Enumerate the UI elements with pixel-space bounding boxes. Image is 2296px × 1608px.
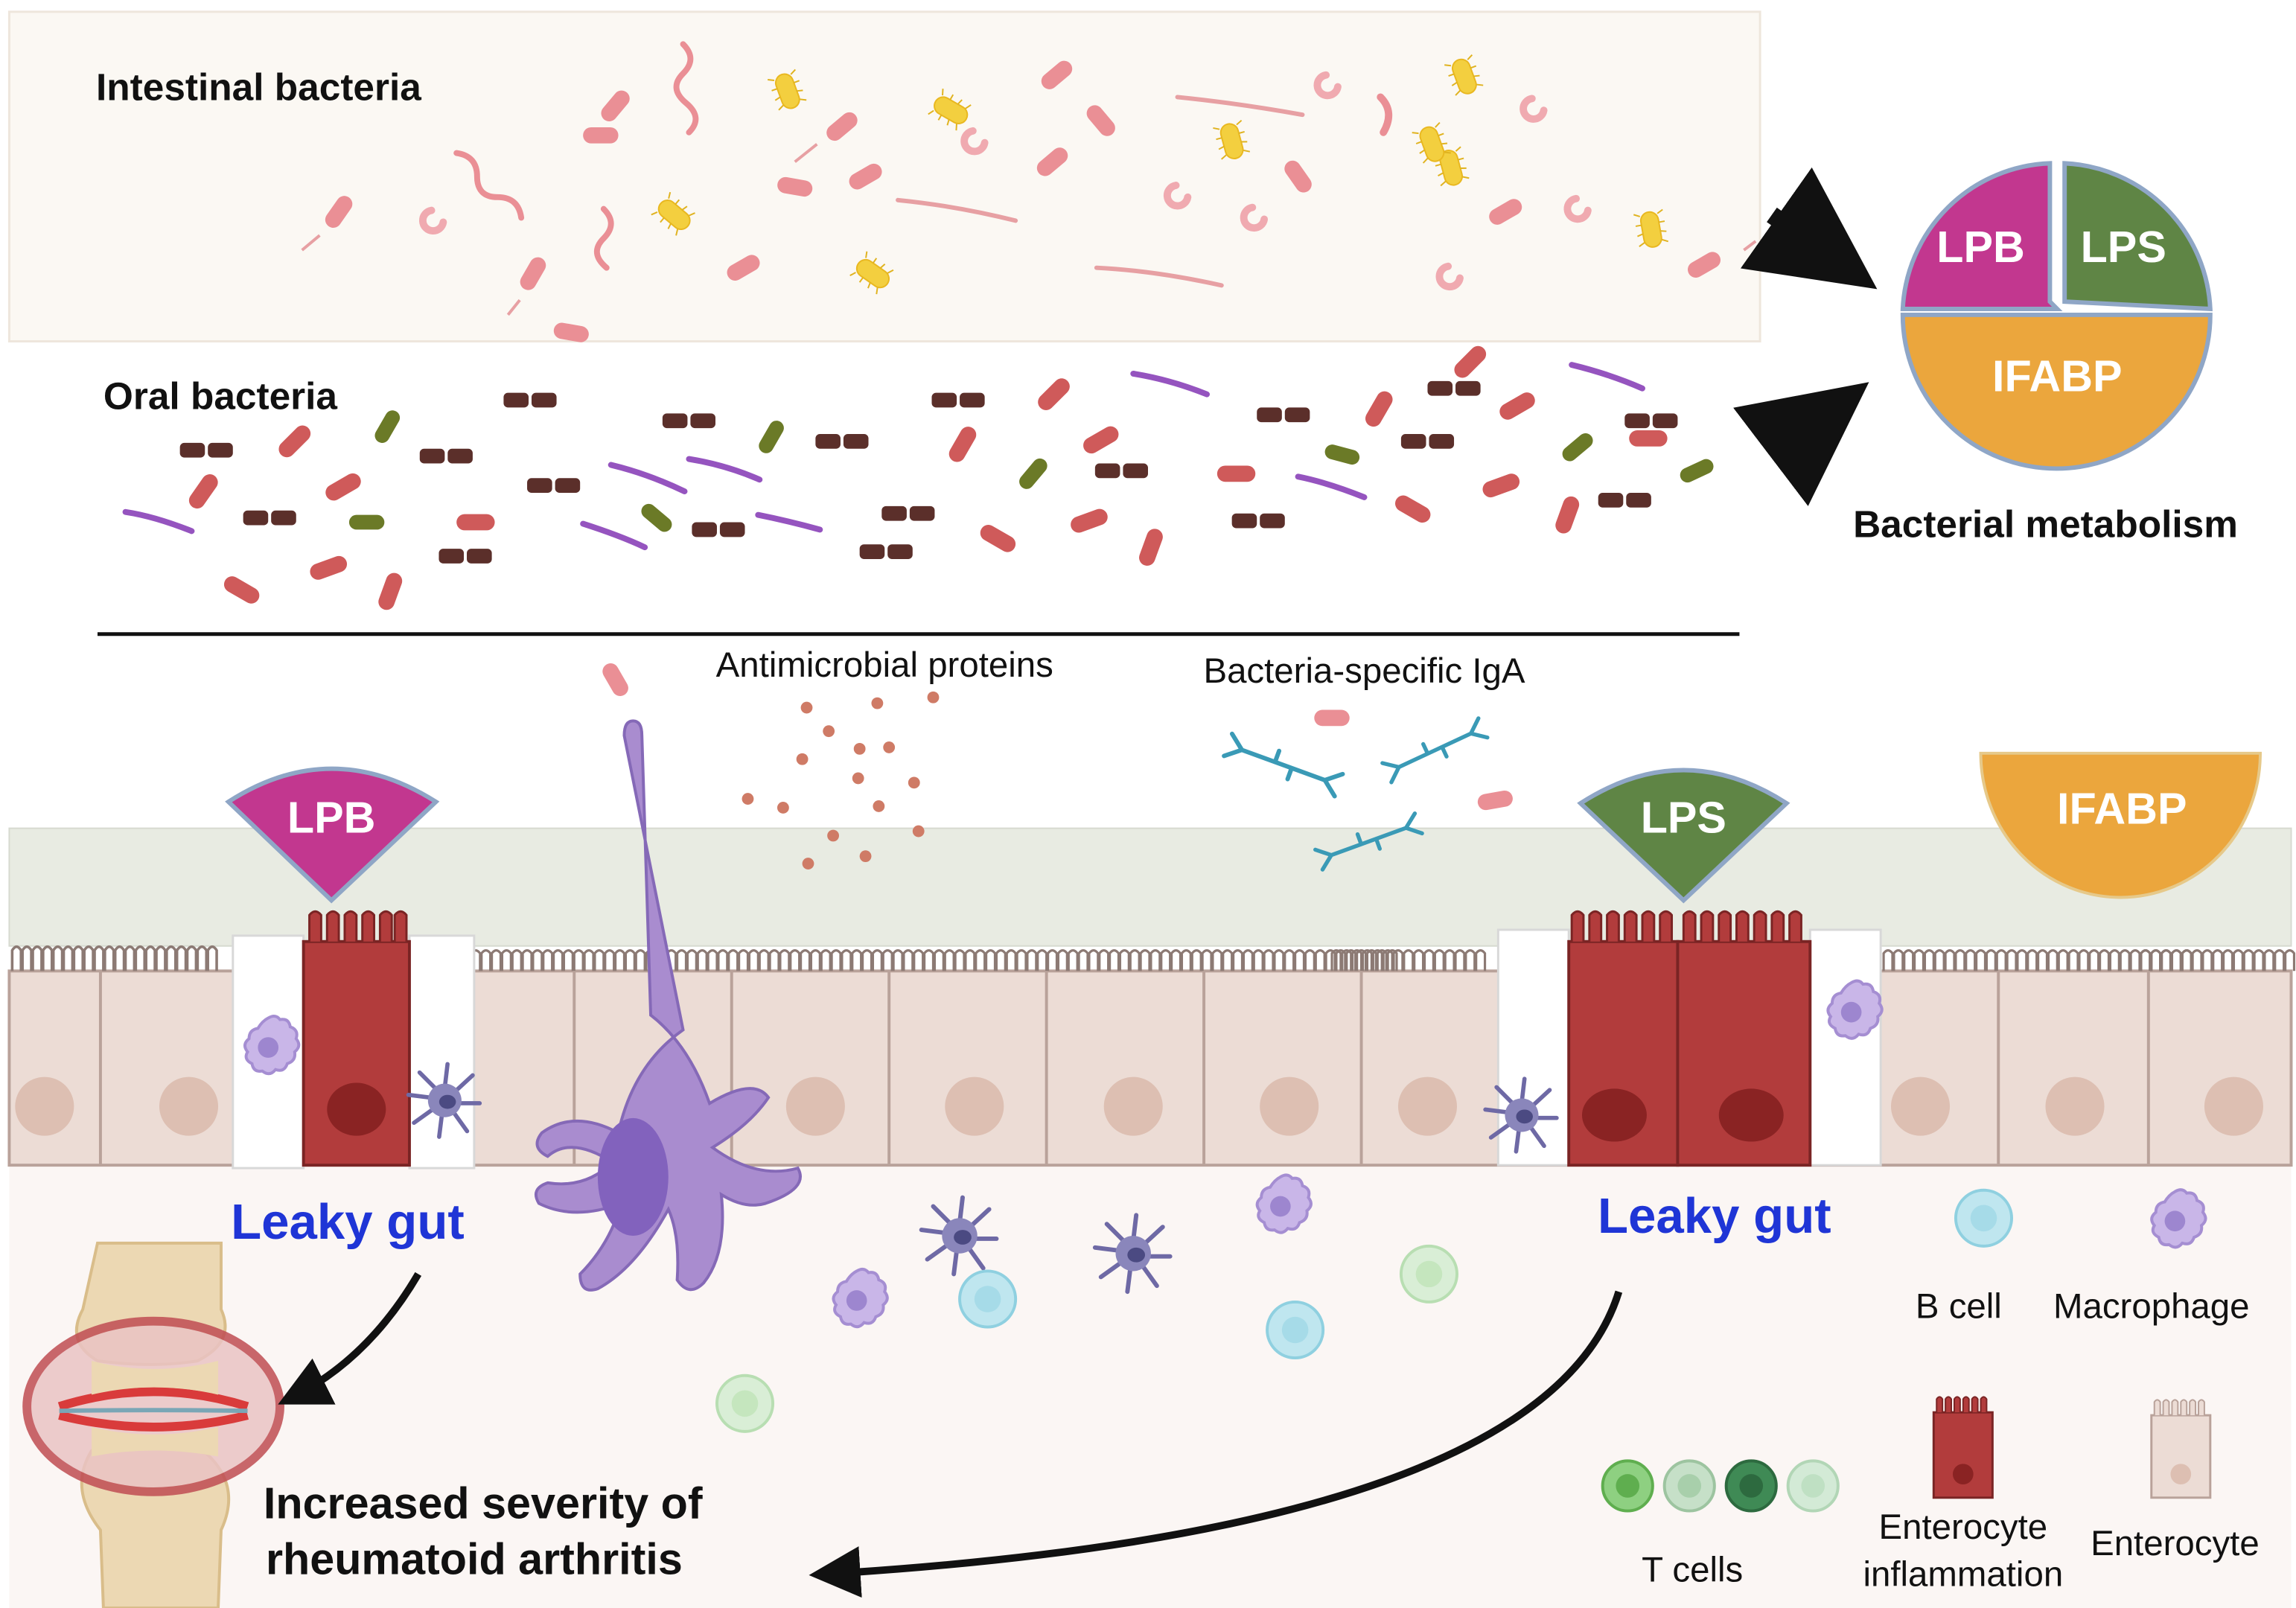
arrow-icon xyxy=(1733,167,1878,506)
legend-enterocyte-label: Enterocyte xyxy=(2091,1524,2260,1563)
bacteria-specific-iga-label: Bacteria-specific IgA xyxy=(1203,651,1525,691)
oral-bacteria-cluster xyxy=(122,342,1716,613)
ra-text-line2: rheumatoid arthritis xyxy=(266,1534,683,1584)
ifabp-marker xyxy=(1979,751,2262,899)
intestinal-bacteria-cluster xyxy=(301,41,1757,344)
legend-b-cell-label: B cell xyxy=(1916,1287,2002,1327)
bacterial-metabolism-label: Bacterial metabolism xyxy=(1853,502,2238,545)
legend-macrophage-label: Macrophage xyxy=(2053,1287,2250,1327)
arrow-to-joint xyxy=(278,1272,422,1405)
t-cell-icon xyxy=(1601,1459,1840,1513)
b-cell-icon xyxy=(1954,1188,2014,1248)
legend-enterocyte-inflammation-line2: inflammation xyxy=(1863,1554,2063,1594)
antimicrobial-protein-dots xyxy=(742,691,940,870)
lps-marker xyxy=(1577,768,1790,904)
antimicrobial-proteins-label: Antimicrobial proteins xyxy=(716,645,1053,685)
pie-ifabp-label: IFABP xyxy=(1992,351,2123,401)
leaky-gap-left xyxy=(232,910,480,1170)
bacterial-metabolism-pie xyxy=(1900,161,2213,471)
enterocyte-icon xyxy=(2150,1399,2212,1499)
pie-lps-label: LPS xyxy=(2081,222,2166,272)
lpb-marker-label: LPB xyxy=(287,793,376,843)
leaky-gut-left-label: Leaky gut xyxy=(231,1194,465,1250)
pie-lpb-label: LPB xyxy=(1936,222,2025,272)
lpb-marker xyxy=(225,766,440,904)
lps-marker-label: LPS xyxy=(1641,793,1726,843)
intestinal-panel xyxy=(7,10,1761,342)
oral-bacteria-label: Oral bacteria xyxy=(103,374,338,417)
dendritic-cell-icon xyxy=(534,660,802,1292)
arrow-to-ra-text xyxy=(809,1290,1623,1598)
leaky-gap-right xyxy=(1485,910,1884,1167)
intestinal-bacteria-label: Intestinal bacteria xyxy=(96,65,421,108)
legend-t-cells-label: T cells xyxy=(1642,1550,1743,1589)
leaky-gut-right-label: Leaky gut xyxy=(1598,1188,1831,1244)
joint-icon xyxy=(22,1241,284,1608)
ifabp-marker-label: IFABP xyxy=(2057,784,2187,834)
legend-enterocyte-inflammation-line1: Enterocyte xyxy=(1879,1508,2048,1547)
legend: B cell Macrophage T cells Enterocyte inf… xyxy=(1601,1188,2260,1594)
ra-text-line1: Increased severity of xyxy=(264,1478,703,1528)
enterocyte-inflammation-icon xyxy=(1932,1396,1994,1499)
